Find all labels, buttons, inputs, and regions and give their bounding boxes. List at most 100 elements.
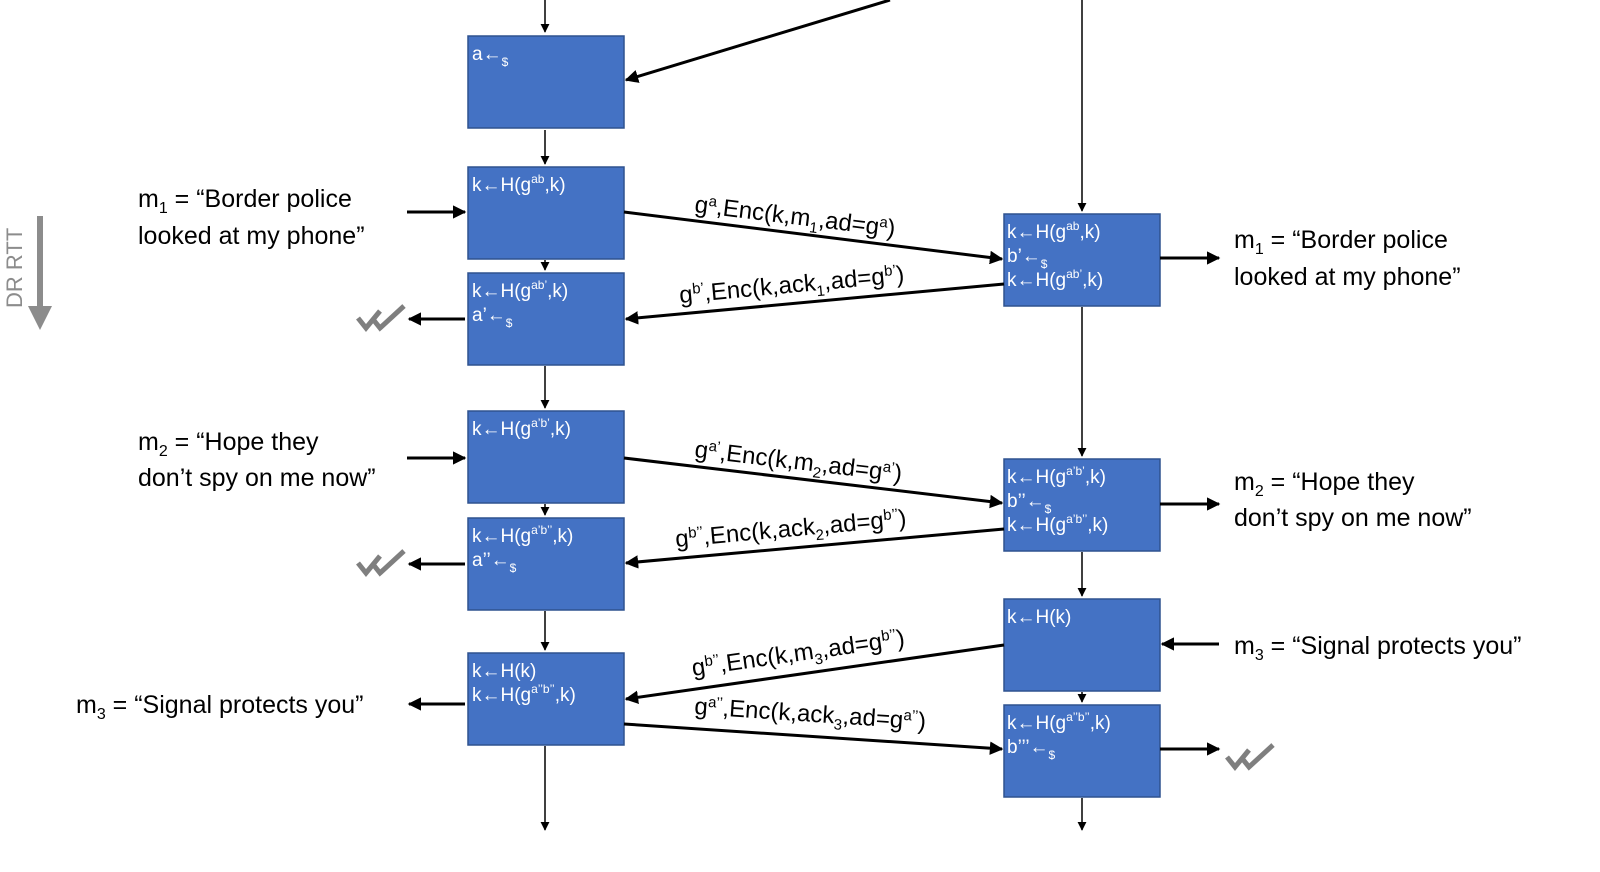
text-run: a’’b’’ [531,682,555,696]
text-run: a [708,193,719,211]
text-run: k←H(g [472,419,531,440]
text-run: g [678,281,694,309]
text-run: 1 [816,283,826,301]
text-run: looked at my phone” [138,222,365,250]
rtt-indicator: DR RTT [2,216,52,330]
text-run: ,k) [555,685,576,706]
exchange-labels: ga​,Enc(k,m1​,ad=ga​) gb’​,Enc(k,ack1​,a… [674,191,927,739]
text-run: a [879,214,890,232]
text-run: ,k) [1079,222,1100,243]
text-run: k←H(g [1007,467,1066,488]
text-run: 2 [812,464,822,482]
text-run: g [693,191,710,219]
text-run: ) [897,505,907,533]
text-run: ,ad=g [820,451,884,485]
left-box-texts: a←$​ k←H(gab​,k) k←H(gab’​,k)a’←$​ k←H(g… [472,44,576,706]
text-run: g [694,693,709,721]
left-box-text: a←$​ [472,44,509,69]
double-check-icon [1225,743,1275,771]
text-run: b’← [1007,246,1041,267]
text-run: ,ad=g [822,507,885,539]
text-run: don’t spy on me now” [138,464,376,492]
left-box [467,35,625,129]
text-run: k←H(k) [472,661,536,682]
text-run: ,k) [547,281,568,302]
text-run: $ [506,316,513,330]
text-run: k←H(g [1007,270,1066,291]
message-m3-receiver: m3​ = “Signal protects you” [76,691,364,723]
text-run: don’t spy on me now” [1234,504,1472,532]
rtt-label: DR RTT [2,228,27,308]
text-run: ) [917,708,927,735]
text-run: $ [1041,257,1048,271]
text-run: $ [1045,502,1052,516]
left-box-text: k←H(k)k←H(ga’’b’’​,k) [472,661,576,706]
text-run: ) [886,215,897,243]
right-box-text: k←H(ga’b’​,k)b’’←$​k←H(ga’b’’​,k) [1007,464,1108,536]
text-run: 2 [159,443,168,460]
text-run: b’’ [882,506,898,524]
arrow-ack3 [623,722,1004,755]
text-run: b’’ [703,651,720,670]
text-run: 3 [833,716,842,734]
text-run: 3 [1255,647,1264,664]
text-run: ,ad=g [817,206,881,240]
text-run: ab [1066,219,1080,233]
text-run: 1 [1255,241,1264,258]
text-run: a’b’ [531,416,550,430]
text-run: k←H(g [472,281,531,302]
right-boxes [1003,213,1161,798]
left-box [467,652,625,746]
left-box-text: k←H(gab’​,k)a’←$​ [472,278,568,330]
left-box-text: k←H(ga’b’’​,k)a’’←$​ [472,523,573,575]
text-run: 3 [814,651,825,669]
arrow-ack2 [624,527,1005,569]
text-run: a’’b’’ [1066,710,1090,724]
text-run: 1 [808,219,818,237]
text-run: m [1234,468,1255,496]
text-run: 2 [815,527,825,545]
arrow-label-m2: ga’​,Enc(k,m2​,ad=ga’​) [693,436,904,491]
text-run: ,k) [1087,515,1108,536]
right-box [1003,704,1161,798]
arrow-label-m3: gb’’​,Enc(k,m3​,ad=gb’’​) [690,625,907,686]
arrow-label-ack1: gb’​,Enc(k,ack1​,ad=gb’​) [678,261,906,313]
text-run: ,k) [552,526,573,547]
initial-arrow [624,0,891,83]
text-run: k←H(g [1007,713,1066,734]
text-run: a’’← [472,550,510,571]
text-run: m [1234,226,1255,254]
text-run: k←H(g [472,685,531,706]
text-run: b’ [883,262,896,280]
left-box-text: k←H(ga’b’​,k) [472,416,571,440]
text-run: ) [892,460,903,488]
text-run: = “Border police [168,185,352,213]
text-run: $ [1049,748,1056,762]
text-run: = “Hope they [1264,468,1415,496]
text-run: g [693,436,709,464]
text-run: 3 [97,706,106,723]
text-run: 1 [159,200,168,217]
text-run: m [1234,632,1255,660]
text-run: ,k) [1090,713,1111,734]
text-run: m [138,185,159,213]
left-box [467,166,625,260]
text-run: m [76,691,97,719]
text-run: ,ad=g [820,628,884,663]
right-box-text: k←H(ga’’b’’​,k)b’’’←$​ [1007,710,1111,762]
double-check-icon [356,549,406,577]
text-run: b’ [691,280,704,298]
text-run: ab’ [1066,267,1082,281]
text-run: m [138,428,159,456]
left-box [467,410,625,504]
text-run: b’’’← [1007,737,1049,758]
text-run: ,k) [550,419,571,440]
arrow-label-ack3: ga’’​,Enc(k,ack3​,ad=ga’’​) [693,693,927,739]
text-run: ) [895,625,907,653]
text-run: $ [510,561,517,575]
text-run: = “Signal protects you” [1264,632,1522,660]
